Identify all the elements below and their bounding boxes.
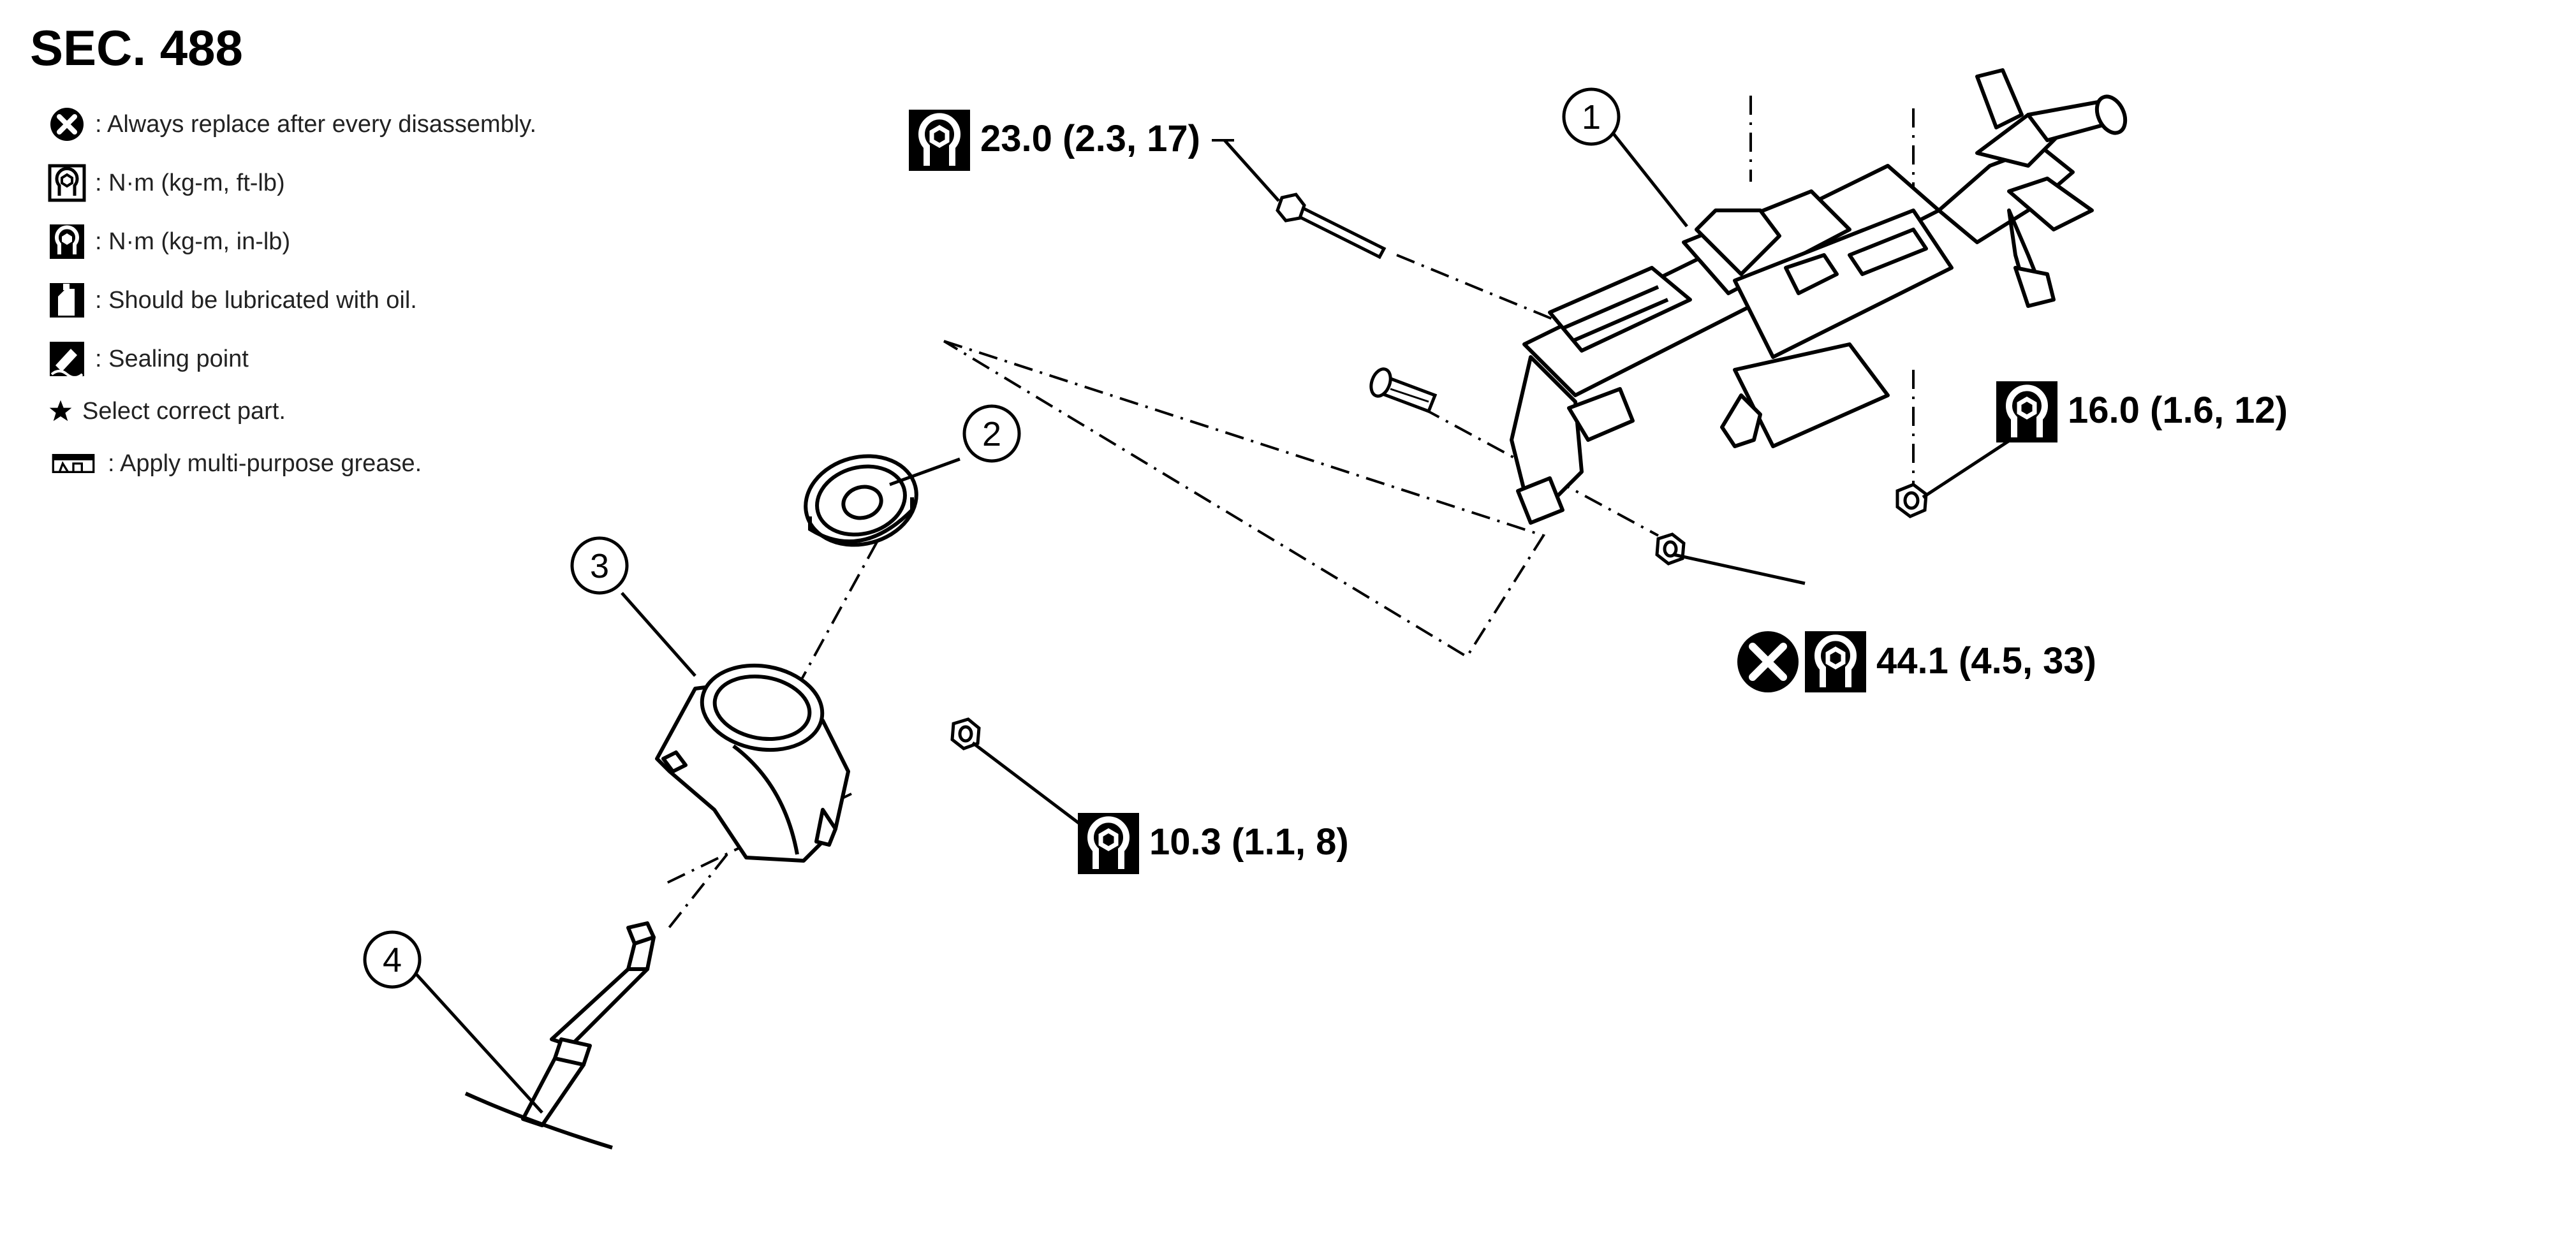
torque-spec-nut-center: 44.1 (4.5, 33) <box>1737 631 2096 692</box>
always-replace-icon <box>50 108 84 141</box>
torque-ftlb-icon <box>1805 631 1866 692</box>
always-replace-icon <box>1737 631 1799 692</box>
torque-ftlb-icon <box>1996 381 2057 442</box>
lower-shaft <box>464 921 656 1150</box>
torque-ftlb-icon <box>1078 813 1139 874</box>
legend-label: : N·m (kg-m, ft-lb) <box>95 169 285 196</box>
legend-item-sealing: : Sealing point <box>48 337 249 381</box>
legend-label: : Always replace after every disassembly… <box>95 110 537 138</box>
svg-text:3: 3 <box>590 547 609 585</box>
hole-cover <box>655 663 850 863</box>
oil-can-icon <box>50 283 84 318</box>
callout-4: 4 <box>363 930 422 989</box>
seal <box>804 454 918 547</box>
star-icon <box>49 400 72 421</box>
nut-left <box>950 717 981 750</box>
legend-item-always-replace: : Always replace after every disassembly… <box>48 102 536 147</box>
nut-right <box>1895 483 1928 518</box>
callout-1: 1 <box>1562 87 1621 146</box>
steering-column-assembly <box>1510 68 2128 525</box>
torque-inlb-icon <box>50 224 84 259</box>
torque-spec-nut-left: 10.3 (1.1, 8) <box>1078 813 1349 874</box>
legend-label: : Apply multi-purpose grease. <box>108 449 422 477</box>
nut-center <box>1655 532 1686 566</box>
svg-text:23.0 (2.3, 17): 23.0 (2.3, 17) <box>980 118 1200 159</box>
callout-3: 3 <box>570 536 629 595</box>
callout-2: 2 <box>962 404 1021 463</box>
bolt-top <box>1276 193 1387 259</box>
bolt-middle <box>1369 367 1438 414</box>
svg-text:10.3 (1.1, 8): 10.3 (1.1, 8) <box>1149 821 1349 863</box>
svg-text:4: 4 <box>383 941 402 979</box>
sealing-point-icon <box>50 342 84 378</box>
legend-label: : N·m (kg-m, in-lb) <box>95 228 291 255</box>
legend-label: Select correct part. <box>82 397 286 425</box>
grease-icon <box>52 454 95 473</box>
svg-text:1: 1 <box>1582 98 1601 136</box>
torque-spec-nut-right: 16.0 (1.6, 12) <box>1996 381 2288 442</box>
svg-text:16.0 (1.6, 12): 16.0 (1.6, 12) <box>2068 390 2288 431</box>
legend-item-grease: : Apply multi-purpose grease. <box>48 441 422 486</box>
legend-label: : Sealing point <box>95 345 249 372</box>
legend-item-oil: : Should be lubricated with oil. <box>48 278 417 323</box>
torque-ftlb-icon <box>48 164 86 202</box>
section-title: SEC. 488 <box>30 20 243 76</box>
legend-item-torque-ftlb: : N·m (kg-m, ft-lb) <box>48 161 285 205</box>
legend-item-torque-inlb: : N·m (kg-m, in-lb) <box>48 219 290 264</box>
torque-spec-bolt-top: 23.0 (2.3, 17) <box>909 110 1234 171</box>
legend-item-select-part: Select correct part. <box>48 389 286 434</box>
legend-label: : Should be lubricated with oil. <box>95 286 417 314</box>
torque-ftlb-icon <box>909 110 970 171</box>
svg-text:2: 2 <box>982 415 1001 453</box>
svg-text:44.1 (4.5, 33): 44.1 (4.5, 33) <box>1876 640 2096 682</box>
